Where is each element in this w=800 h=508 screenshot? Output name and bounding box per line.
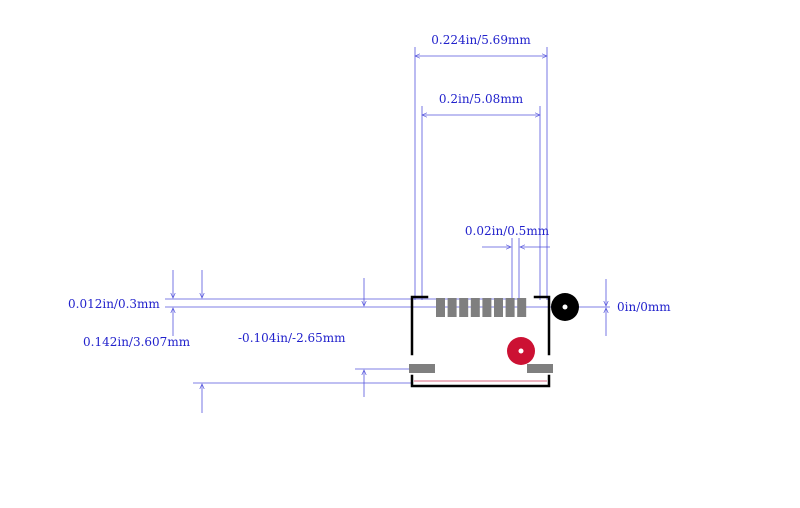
dimension-total-width (415, 47, 547, 300)
pin-pad (494, 298, 503, 317)
label-pin-span: 0.2in/5.08mm (439, 92, 524, 106)
pin-pad (447, 298, 457, 317)
pin-pad (459, 298, 469, 317)
pin-pad (436, 298, 445, 317)
label-pad-offset: -0.104in/-2.65mm (238, 331, 346, 345)
dimension-pin-pitch (482, 238, 550, 300)
pin-pad (482, 298, 492, 317)
mount-pad-right (527, 364, 553, 373)
pin-pads (436, 298, 527, 317)
component-outline (410, 295, 551, 388)
origin-marker-icon (551, 293, 579, 321)
pin1-marker-icon (507, 337, 535, 365)
label-origin: 0in/0mm (617, 300, 671, 314)
mount-pad-left (409, 364, 435, 373)
pin-pad (470, 298, 480, 317)
pin-pad (517, 298, 527, 317)
label-left-offset: 0.012in/0.3mm (68, 297, 160, 311)
dimension-pin-span (422, 106, 540, 300)
label-total-width: 0.224in/5.69mm (431, 33, 531, 47)
label-vertical-span: 0.142in/3.607mm (83, 335, 191, 349)
pin-pad (505, 298, 515, 317)
label-pin-pitch: 0.02in/0.5mm (465, 224, 550, 238)
